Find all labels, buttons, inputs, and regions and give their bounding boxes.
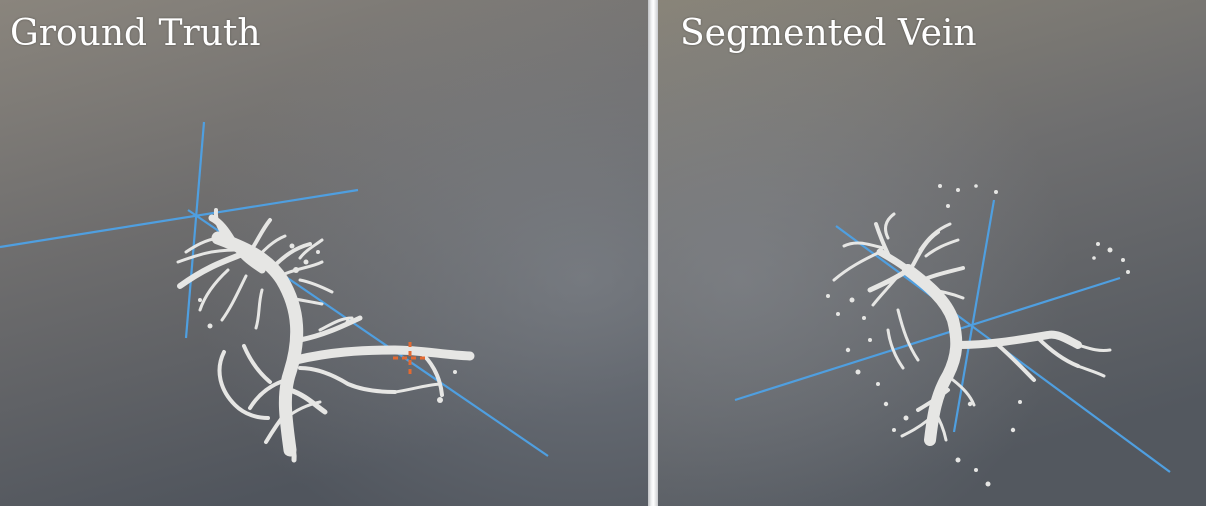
vertical-axis-line bbox=[952, 199, 996, 433]
vertical-axis-line bbox=[184, 121, 206, 339]
segmented-vein-panel: Segmented Vein bbox=[658, 0, 1206, 506]
orange-marker bbox=[393, 342, 428, 376]
segmented-vein-render bbox=[658, 0, 1206, 506]
horizontal-axis-line bbox=[734, 276, 1121, 402]
vessel-fragments bbox=[826, 184, 1130, 487]
ground-truth-title: Ground Truth bbox=[10, 13, 261, 54]
viewport-haze bbox=[0, 0, 648, 506]
ground-truth-render bbox=[0, 0, 648, 506]
horizontal-axis-line bbox=[0, 188, 359, 249]
panel-divider bbox=[648, 0, 658, 506]
ground-truth-panel: Ground Truth bbox=[0, 0, 648, 506]
vessel-fragments bbox=[198, 243, 467, 403]
vessel-tree bbox=[832, 212, 1112, 446]
vessel-tree bbox=[176, 208, 475, 463]
segmented-vein-title: Segmented Vein bbox=[680, 13, 977, 54]
